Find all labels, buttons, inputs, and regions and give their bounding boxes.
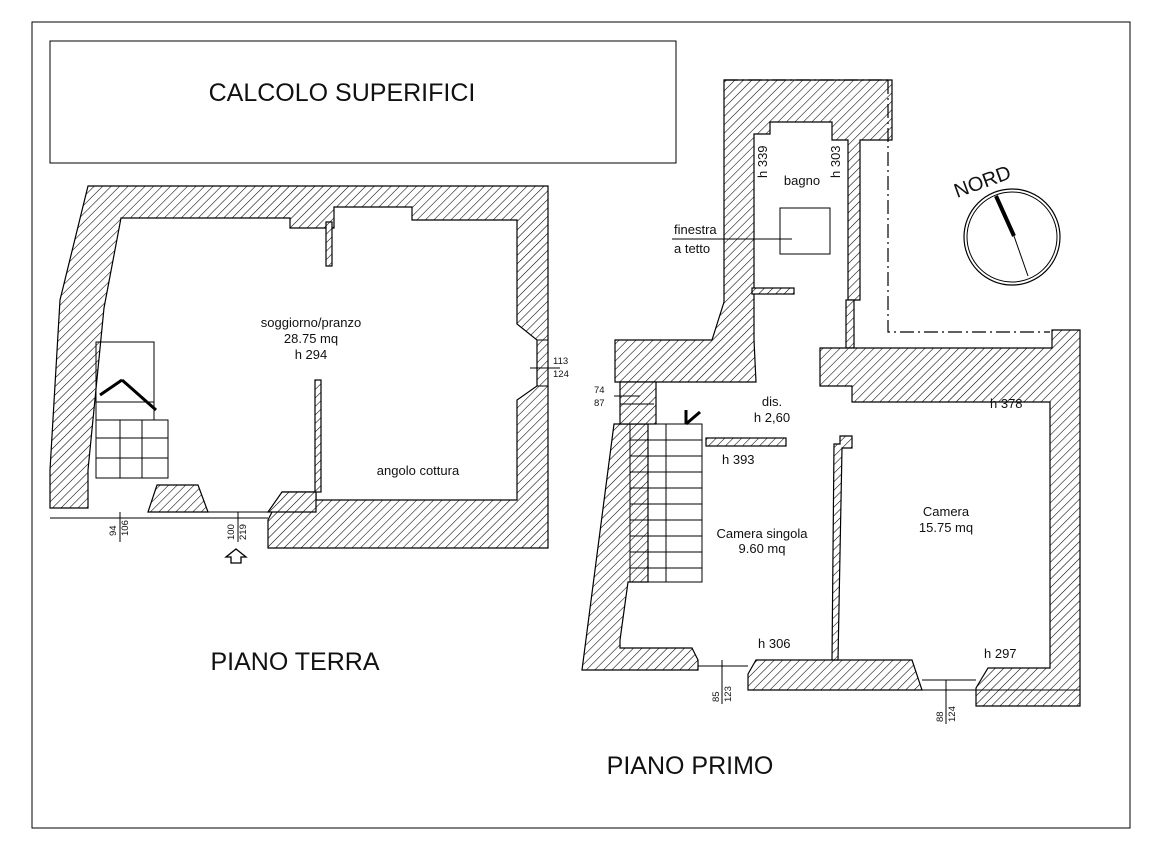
stair-box-wall-top <box>619 381 657 425</box>
ground-window-left-dimension: 94 106 <box>108 512 131 542</box>
title-box: CALCOLO SUPERIFICI <box>49 40 677 164</box>
ground-floor-title: PIANO TERRA <box>210 648 379 676</box>
room-label-bagno: bagno <box>784 173 820 188</box>
ground-floor-partition-top <box>325 221 333 267</box>
label-finestra-line1: finestra <box>674 222 717 237</box>
property-boundary-line <box>724 79 1050 333</box>
room-label-cucina: angolo cottura <box>377 463 460 478</box>
room-area-camera-singola: 9.60 mq <box>739 541 786 556</box>
room-height-soggiorno: h 294 <box>295 347 328 362</box>
svg-text:87: 87 <box>594 398 605 409</box>
ground-window-right-dimension: 113 124 <box>530 356 569 380</box>
first-floor-left-wall <box>581 423 699 671</box>
svg-text:100: 100 <box>226 524 237 540</box>
svg-text:88: 88 <box>935 711 946 722</box>
room-label-dis: dis. <box>762 394 782 409</box>
first-floor-partition-center <box>831 435 853 661</box>
ground-floor-partition-mid <box>314 379 322 493</box>
ground-door-dimension: 100 219 <box>226 512 249 542</box>
svg-text:124: 124 <box>947 706 958 722</box>
room-area-soggiorno: 28.75 mq <box>284 331 338 346</box>
first-window-singola-dimension: 85 123 <box>711 660 734 704</box>
height-camera-top: h 378 <box>990 396 1023 411</box>
skylight-icon <box>779 207 831 255</box>
ground-floor-stairs <box>95 341 169 479</box>
compass-label: NORD <box>951 162 1014 203</box>
first-floor-partition-bath-bottom <box>751 287 795 295</box>
height-bagno-left: h 339 <box>755 145 770 178</box>
first-floor-title: PIANO PRIMO <box>607 752 774 780</box>
bathroom-partition-right <box>845 299 855 349</box>
svg-text:124: 124 <box>553 369 569 380</box>
height-camera-bottom: h 297 <box>984 646 1017 661</box>
room-label-camera-singola: Camera singola <box>716 526 808 541</box>
room-height-dis: h 2,60 <box>754 410 790 425</box>
page-title: CALCOLO SUPERIFICI <box>209 79 476 107</box>
page-frame <box>31 21 1131 829</box>
first-floor-bathroom-walls <box>614 79 893 383</box>
svg-text:74: 74 <box>594 385 605 396</box>
room-area-camera: 15.75 mq <box>919 520 973 535</box>
first-floor-partition-singola <box>705 437 787 447</box>
ground-floor-pier-right <box>266 491 317 513</box>
first-floor-bottom-wall-mid <box>747 659 923 691</box>
height-bagno-right: h 303 <box>828 145 843 178</box>
first-floor-plan: NORD 74 87 85 123 88 124 h 339 h 303 h 3… <box>581 79 1081 780</box>
svg-text:219: 219 <box>238 524 249 540</box>
svg-text:106: 106 <box>120 520 131 536</box>
svg-text:94: 94 <box>108 525 119 536</box>
height-singola-bottom: h 306 <box>758 636 791 651</box>
room-label-soggiorno: soggiorno/pranzo <box>261 315 361 330</box>
ground-floor-pier-left <box>147 484 209 513</box>
label-finestra-line2: a tetto <box>674 241 710 256</box>
entrance-arrow-icon <box>224 548 248 564</box>
first-window-camera-dimension: 88 124 <box>935 680 958 724</box>
svg-text:113: 113 <box>553 356 568 367</box>
compass-icon: NORD <box>951 162 1061 286</box>
ground-floor-plan: 94 106 100 219 113 124 soggiorno/pranzo … <box>49 185 569 676</box>
first-floor-upper-walls <box>819 329 1081 707</box>
first-window-stair-dimension: 74 87 <box>594 385 640 409</box>
room-label-camera: Camera <box>923 504 970 519</box>
height-singola-top: h 393 <box>722 452 755 467</box>
first-floor-stairs <box>620 381 703 583</box>
svg-text:123: 123 <box>723 686 734 702</box>
svg-text:85: 85 <box>711 691 722 702</box>
